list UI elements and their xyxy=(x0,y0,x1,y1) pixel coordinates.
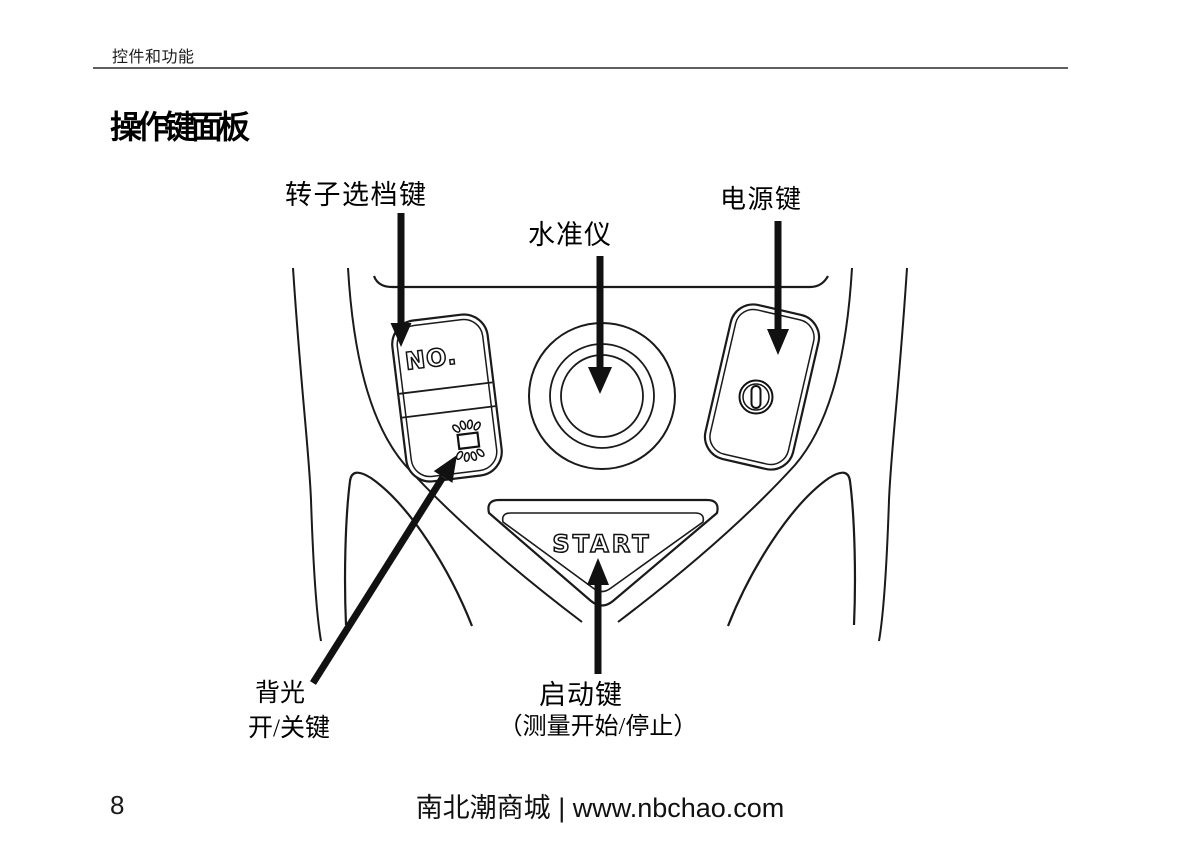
rotor-callout-arrow xyxy=(390,213,412,347)
start-callout-arrow xyxy=(587,558,609,674)
power-icon xyxy=(738,379,774,415)
device-outline xyxy=(292,267,908,642)
rotor-key-outer xyxy=(391,313,503,483)
right-bowl-sweep xyxy=(617,267,853,623)
key-divider-upper xyxy=(399,381,493,395)
page-title: 操作键面板 xyxy=(110,109,250,145)
key-divider-lower xyxy=(401,405,496,419)
label-backlight-line1: 背光 xyxy=(255,679,305,707)
label-start-key-line2: （测量开始/停止） xyxy=(499,713,698,740)
start-key-label: START xyxy=(552,530,651,558)
right-outer-edge xyxy=(878,267,908,642)
rotor-key-inner xyxy=(396,318,498,478)
label-start-key-line1: 启动键 xyxy=(539,680,623,710)
start-key-group: START xyxy=(487,498,719,607)
backlight-icon xyxy=(452,419,485,463)
backlight-callout-arrow xyxy=(310,455,457,685)
label-power-key: 电源键 xyxy=(720,185,803,214)
rotor-backlight-key-group: NO. xyxy=(391,313,503,483)
control-panel-diagram: NO. START xyxy=(248,180,908,742)
callout-arrows xyxy=(310,213,789,685)
page-number: 8 xyxy=(110,790,125,820)
footer-watermark: 南北潮商城 | www.nbchao.com xyxy=(415,793,785,823)
page-header: 控件和功能 xyxy=(112,49,195,66)
left-wing xyxy=(343,471,474,627)
header-rule xyxy=(93,67,1068,69)
level-callout-arrow xyxy=(588,256,612,394)
callout-labels: 转子选档键 水准仪 电源键 背光 开/关键 启动键 （测量开始/停止） xyxy=(248,180,803,742)
left-bowl-sweep xyxy=(347,267,583,623)
label-level: 水准仪 xyxy=(528,220,612,250)
power-callout-arrow xyxy=(767,221,789,355)
right-wing xyxy=(726,471,857,627)
label-rotor-select-key: 转子选档键 xyxy=(285,180,428,210)
label-backlight-line2: 开/关键 xyxy=(248,714,330,742)
left-outer-edge xyxy=(292,267,322,642)
